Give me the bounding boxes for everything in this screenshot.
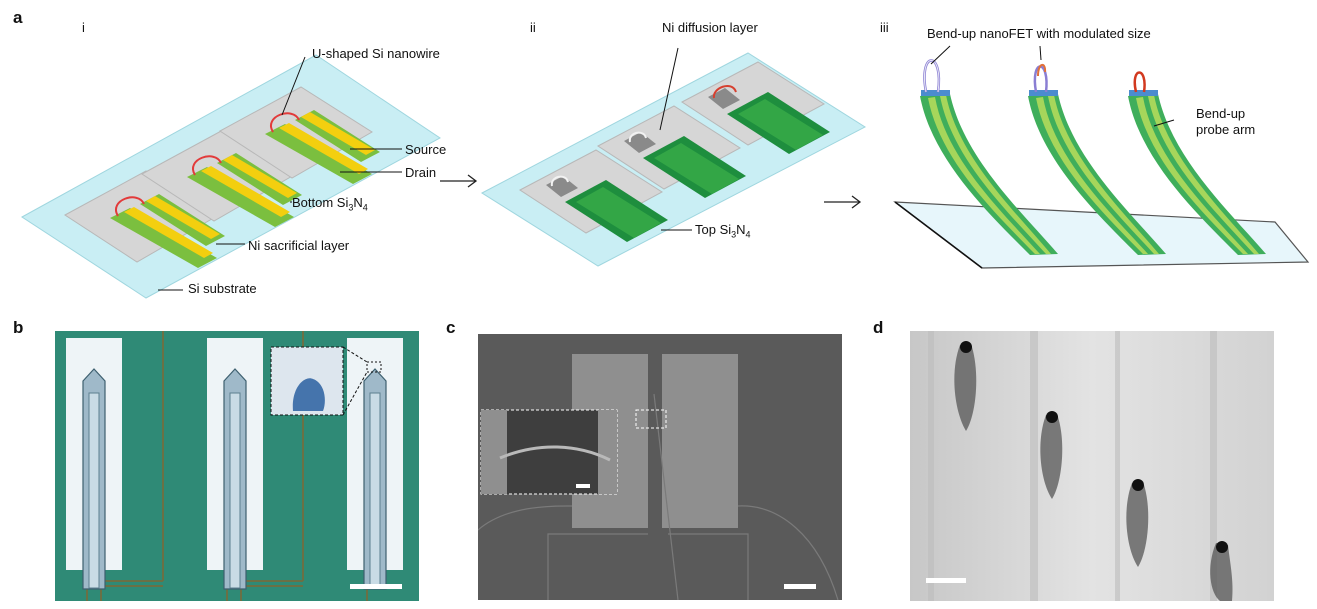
probe-shadow-4: [1210, 541, 1233, 601]
schematic-step-i: [21, 54, 441, 299]
panel-letter-b: b: [13, 318, 24, 337]
brightfield-image: [910, 331, 1274, 601]
label-nanowire: U-shaped Si nanowire: [312, 46, 440, 61]
probe-image-2: [223, 368, 247, 590]
device-pad-ii-2: [597, 105, 746, 198]
probe-image-1: [82, 368, 106, 590]
label-bendup-arm-2: probe arm: [1196, 122, 1256, 137]
optical-micrograph: [55, 331, 419, 601]
label-bendup-fet: Bend-up nanoFET with modulated size: [927, 26, 1151, 41]
probe-shadow-1: [954, 341, 977, 431]
panel-letter-c: c: [446, 318, 456, 337]
probe-arm-3: [1128, 71, 1266, 255]
device-pad-ii-1: [519, 149, 668, 242]
sem-image: [478, 334, 842, 600]
label-source: Source: [405, 142, 447, 157]
schematic-step-ii: [480, 47, 867, 267]
arrow-icon: [824, 195, 862, 209]
sem-inset: [480, 409, 618, 495]
step-i: i: [82, 20, 85, 35]
label-ni-diffusion: Ni diffusion layer: [662, 20, 758, 35]
probe-shadow-2: [1040, 411, 1063, 499]
panel-letter-d: d: [873, 318, 884, 337]
step-ii: ii: [530, 20, 536, 35]
inset-zoom: [270, 346, 368, 416]
scale-bar: [350, 584, 402, 589]
label-ni-sacrificial: Ni sacrificial layer: [248, 238, 350, 253]
label-bottom-sin: Bottom Si3N4: [292, 195, 368, 213]
device-pad-ii-3: [681, 61, 830, 154]
label-drain: Drain: [405, 165, 437, 180]
device-pad-3: [219, 86, 380, 184]
label-top-sin: Top Si3N4: [695, 222, 751, 240]
device-pad-2: [141, 129, 302, 227]
scale-bar: [926, 578, 966, 583]
probe-arm-2: [1028, 64, 1166, 255]
arrow-icon: [440, 174, 478, 188]
panel-letter-a: a: [13, 8, 23, 27]
probe-image-3: [363, 361, 387, 590]
label-bendup-arm-1: Bend-up: [1196, 106, 1246, 121]
probe-shadow-3: [1126, 479, 1149, 567]
label-si-substrate: Si substrate: [188, 281, 257, 296]
probe-arm-1: [920, 59, 1058, 255]
step-iii: iii: [880, 20, 889, 35]
scale-bar: [784, 584, 816, 589]
schematic-step-iii: [893, 45, 1310, 269]
